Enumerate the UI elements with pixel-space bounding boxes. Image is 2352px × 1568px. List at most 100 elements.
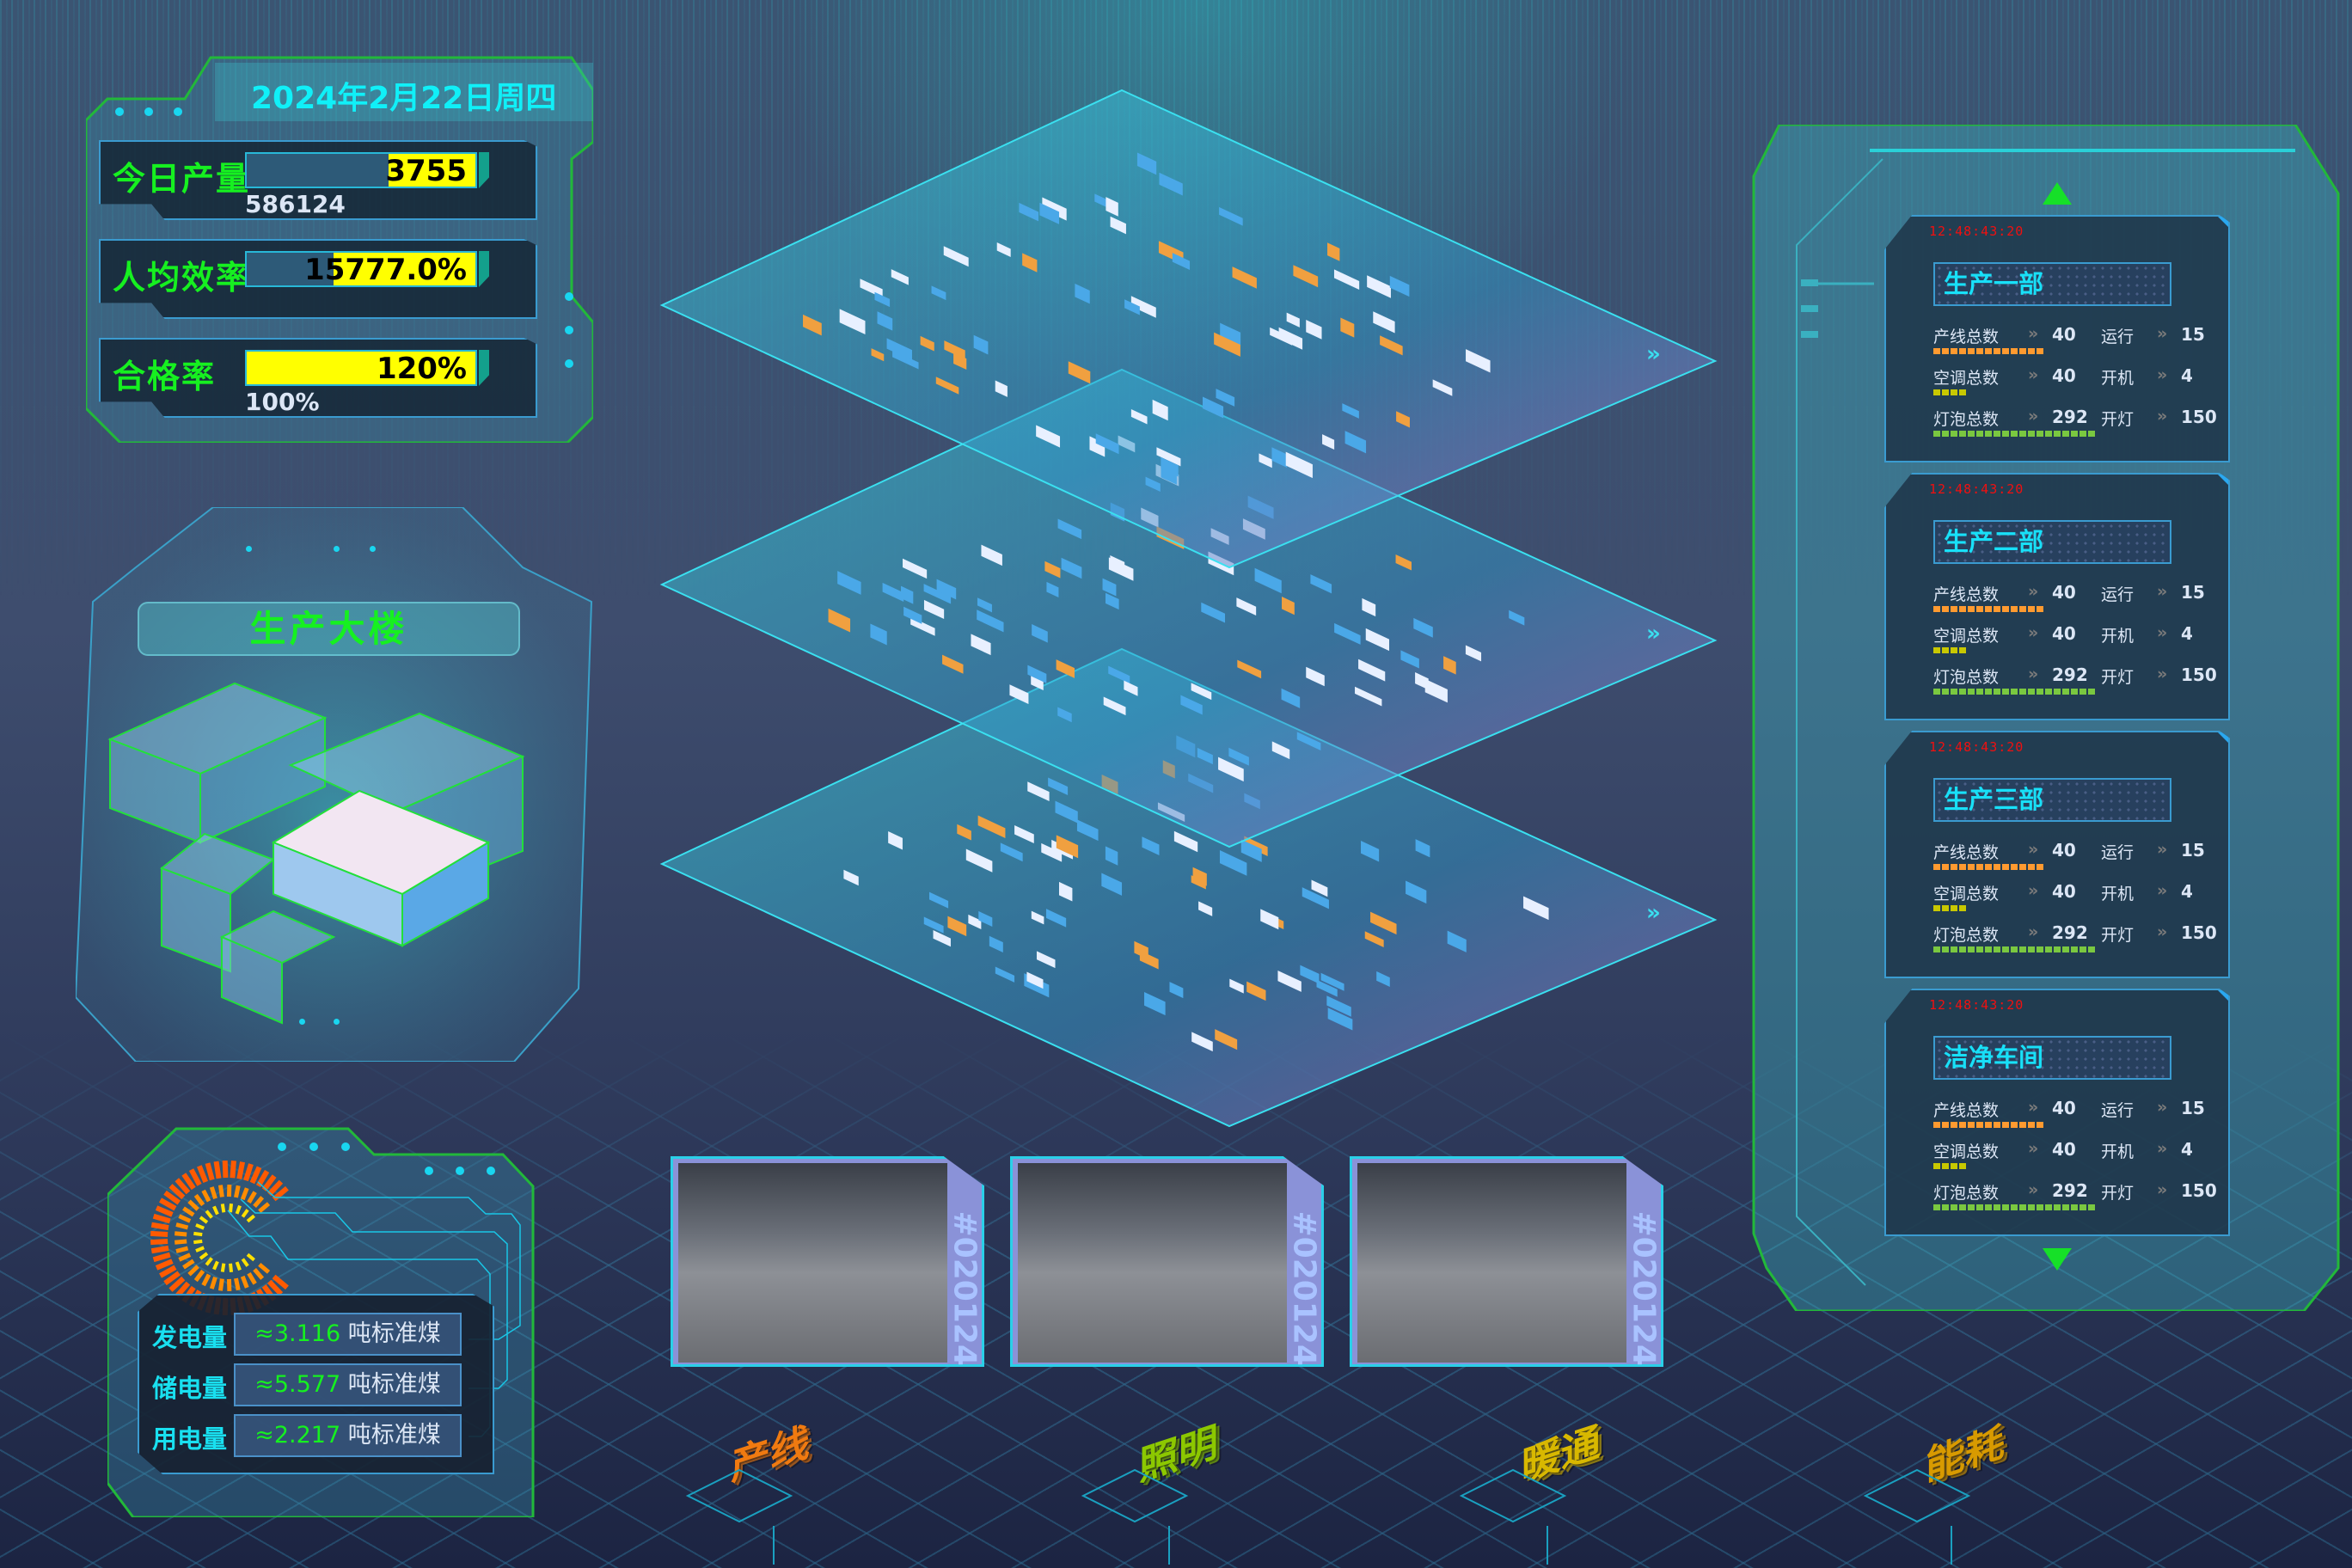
camera-feed-2[interactable]: #020124 xyxy=(1010,1156,1324,1367)
pip xyxy=(1951,905,1957,911)
machine-block xyxy=(1215,1029,1238,1050)
machine-block xyxy=(1465,645,1482,662)
energy-value-box: ≈3.116 吨标准煤 xyxy=(234,1313,462,1356)
machine-block xyxy=(1310,574,1332,594)
floor-stack-3d[interactable]: » » » xyxy=(653,77,1736,1135)
ring-segment xyxy=(201,1189,211,1203)
pip xyxy=(2028,864,2035,870)
machine-block xyxy=(1400,650,1419,669)
pip xyxy=(2088,946,2095,952)
machine-block xyxy=(1192,867,1207,886)
machine-block xyxy=(888,831,903,850)
pip xyxy=(2019,689,2026,695)
pip xyxy=(1968,1204,1975,1210)
pip xyxy=(1976,606,1983,612)
machine-block xyxy=(923,916,944,934)
energy-value: 2.217 xyxy=(273,1422,341,1449)
machine-block xyxy=(1031,910,1044,925)
pip xyxy=(1985,1204,1992,1210)
pip xyxy=(2071,689,2078,695)
ring-segment xyxy=(236,1161,246,1179)
machine-block xyxy=(957,824,971,841)
stat-value: 40 xyxy=(2052,324,2076,345)
machine-block xyxy=(1048,777,1069,796)
machine-block xyxy=(1322,434,1335,450)
machine-block xyxy=(886,338,912,361)
pip xyxy=(2019,431,2026,437)
camera-feed-3[interactable]: #020124 xyxy=(1350,1156,1663,1367)
pip xyxy=(1976,1122,1983,1128)
stat-row: 空调总数 » 40 开机 » 4 xyxy=(1933,881,2226,922)
ring-segment xyxy=(205,1162,215,1181)
machine-block xyxy=(1198,901,1213,916)
ring-segment xyxy=(178,1253,192,1262)
stat-pip-bar xyxy=(1933,946,2095,952)
machine-block xyxy=(1105,846,1118,866)
scroll-down-arrow[interactable] xyxy=(2043,1248,2072,1271)
machine-block xyxy=(1022,253,1038,273)
ring-segment xyxy=(240,1275,249,1289)
floor-arrow-icon[interactable]: » xyxy=(1646,621,1661,646)
pip xyxy=(1942,606,1949,612)
camera-id: #020124 xyxy=(1286,1210,1322,1366)
stat-label: 空调总数 xyxy=(1933,1142,2000,1161)
building-panel[interactable] xyxy=(76,507,600,1062)
stat-pip-bar xyxy=(1933,689,2095,695)
indicator-dot xyxy=(370,546,376,552)
ring-segment xyxy=(243,1163,254,1182)
machine-block xyxy=(936,579,957,600)
energy-unit: 吨标准煤 xyxy=(347,1320,441,1347)
ring-segment xyxy=(199,1216,209,1224)
kpi-today-output: 今日产量 3755 586124 xyxy=(99,140,537,220)
pip xyxy=(2037,348,2043,354)
department-card[interactable]: 12:48:43:20 洁净车间 产线总数 » 40 运行 » 15 空调总数 … xyxy=(1884,989,2230,1236)
pip xyxy=(1985,864,1992,870)
machine-block xyxy=(931,285,946,301)
pip xyxy=(1976,689,1983,695)
pip xyxy=(2037,606,2043,612)
pip xyxy=(2028,689,2035,695)
machine-block xyxy=(977,597,992,613)
department-card[interactable]: 12:48:43:20 生产三部 产线总数 » 40 运行 » 15 空调总数 … xyxy=(1884,731,2230,978)
machine-block xyxy=(837,571,861,595)
machine-block xyxy=(1136,152,1157,175)
ring-segment xyxy=(235,1261,242,1271)
ring-segment xyxy=(229,1263,234,1272)
machine-block xyxy=(1447,930,1467,952)
chevron-right-icon: » xyxy=(2028,665,2039,683)
pip xyxy=(2011,864,2018,870)
energy-value-box: ≈2.217 吨标准煤 xyxy=(234,1414,462,1457)
machine-block xyxy=(1367,275,1391,298)
machine-block xyxy=(944,340,965,360)
chevron-right-icon: » xyxy=(2157,1139,2168,1158)
machine-block xyxy=(1361,841,1380,862)
kpi-bar-cap xyxy=(479,152,489,188)
floor-arrow-icon[interactable]: » xyxy=(1646,900,1661,926)
machine-block xyxy=(965,848,993,873)
pip xyxy=(1951,1204,1957,1210)
ring-segment xyxy=(212,1260,219,1271)
indicator-dot xyxy=(115,107,124,116)
chevron-right-icon: » xyxy=(2157,1180,2168,1199)
department-card[interactable]: 12:48:43:20 生产二部 产线总数 » 40 运行 » 15 空调总数 … xyxy=(1884,473,2230,720)
pip xyxy=(2054,689,2061,695)
floor-arrow-icon[interactable]: » xyxy=(1646,341,1661,367)
machine-block xyxy=(928,891,949,909)
pip xyxy=(1968,864,1975,870)
machine-block xyxy=(1376,971,1390,987)
machine-block xyxy=(1311,879,1328,897)
floor-level-3[interactable]: » xyxy=(659,89,1718,569)
camera-feed-1[interactable]: #020124 xyxy=(671,1156,984,1367)
scroll-up-arrow[interactable] xyxy=(2043,182,2072,205)
department-card[interactable]: 12:48:43:20 生产一部 产线总数 » 40 运行 » 15 空调总数 … xyxy=(1884,215,2230,462)
ring-segment xyxy=(193,1239,203,1245)
pip xyxy=(1985,1122,1992,1128)
machine-block xyxy=(989,935,1003,952)
pip xyxy=(1951,606,1957,612)
pip xyxy=(1968,348,1975,354)
pip xyxy=(1985,431,1992,437)
energy-label: 储电量 xyxy=(152,1374,228,1403)
pip xyxy=(2071,1204,2078,1210)
machine-block xyxy=(1041,842,1063,862)
machine-block xyxy=(1108,665,1130,684)
